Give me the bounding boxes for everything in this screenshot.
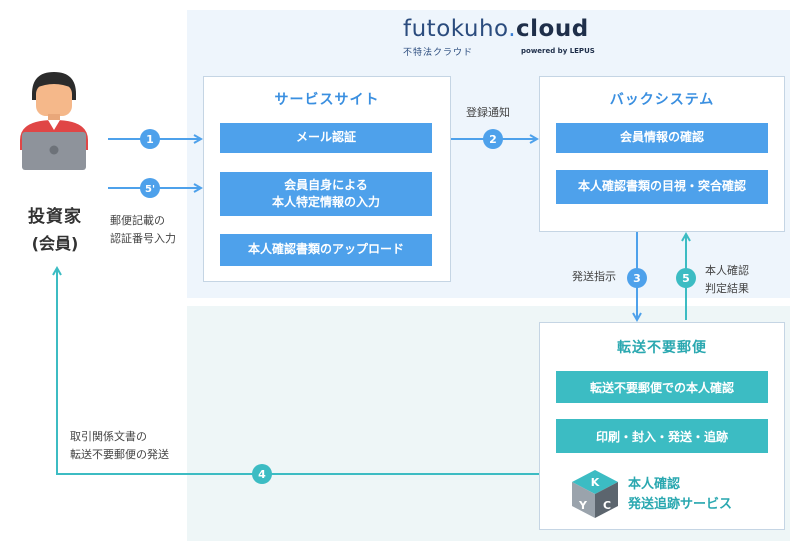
- logo-brand-main: futokuho: [403, 16, 509, 42]
- step-5-number: 5: [682, 272, 690, 285]
- step-2-number: 2: [489, 133, 497, 146]
- investor-member-label: (会員): [31, 234, 79, 253]
- step-1-number: 1: [146, 133, 154, 146]
- investor-avatar: [10, 70, 98, 172]
- logo-brand-dot: .: [508, 16, 517, 42]
- label-verification-result: 本人確認 判定結果: [705, 264, 749, 295]
- print-send-track-box: 印刷・封入・発送・追跡: [556, 419, 768, 453]
- identity-input-box: 会員自身による 本人特定情報の入力: [220, 172, 432, 216]
- service-site-title: サービスサイト: [274, 92, 380, 108]
- step-1-marker: 1: [140, 129, 160, 149]
- label-send-instruction: 発送指示: [572, 270, 616, 283]
- service-site-panel: サービスサイト メール認証 会員自身による 本人特定情報の入力 本人確認書類のア…: [203, 76, 451, 282]
- step-5-marker: 5: [676, 268, 696, 288]
- logo-powered-by: powered by LEPUS: [521, 47, 595, 55]
- mail-verification-box: 転送不要郵便での本人確認: [556, 371, 768, 403]
- back-system-panel: バックシステム 会員情報の確認 本人確認書類の目視・突合確認: [539, 76, 785, 232]
- logo-subtitle: 不特法クラウド: [403, 48, 474, 58]
- logo-brand-cloud: cloud: [516, 16, 589, 42]
- step-5prime-number: 5': [145, 184, 155, 195]
- step-4-marker: 4: [252, 464, 272, 484]
- email-auth-box: メール認証: [220, 123, 432, 153]
- label-postal-code-input: 郵便記載の 認証番号入力: [110, 214, 176, 245]
- kyc-service-line2: 発送追跡サービス: [628, 497, 733, 512]
- kyc-service-line1: 本人確認: [628, 477, 681, 492]
- document-visual-check-box: 本人確認書類の目視・突合確認: [556, 170, 768, 204]
- id-document-upload-box: 本人確認書類のアップロード: [220, 234, 432, 266]
- step-4-number: 4: [258, 468, 266, 481]
- step-2-marker: 2: [483, 129, 503, 149]
- kyc-letter-c: C: [603, 499, 611, 512]
- arrow-step-4: [57, 268, 539, 475]
- kyc-letter-y: Y: [578, 499, 588, 512]
- label-registration-notice: 登録通知: [466, 106, 510, 119]
- transfer-mail-title: 転送不要郵便: [617, 340, 707, 356]
- kyc-cube-icon: K Y C: [572, 470, 618, 518]
- step-3-number: 3: [633, 272, 641, 285]
- kyc-letter-k: K: [591, 476, 600, 489]
- futokuho-logo: futokuho.cloud 不特法クラウド powered by LEPUS: [403, 16, 603, 66]
- step-3-marker: 3: [627, 268, 647, 288]
- back-system-title: バックシステム: [609, 92, 715, 108]
- investor-name: 投資家: [28, 207, 82, 227]
- member-info-check-box: 会員情報の確認: [556, 123, 768, 153]
- label-transaction-docs: 取引関係文書の 転送不要郵便の発送: [70, 430, 169, 461]
- person-with-laptop-icon: [20, 72, 88, 170]
- step-5prime-marker: 5': [140, 178, 160, 198]
- transfer-mail-panel: 転送不要郵便 転送不要郵便での本人確認 印刷・封入・発送・追跡 K Y C 本人…: [539, 322, 785, 530]
